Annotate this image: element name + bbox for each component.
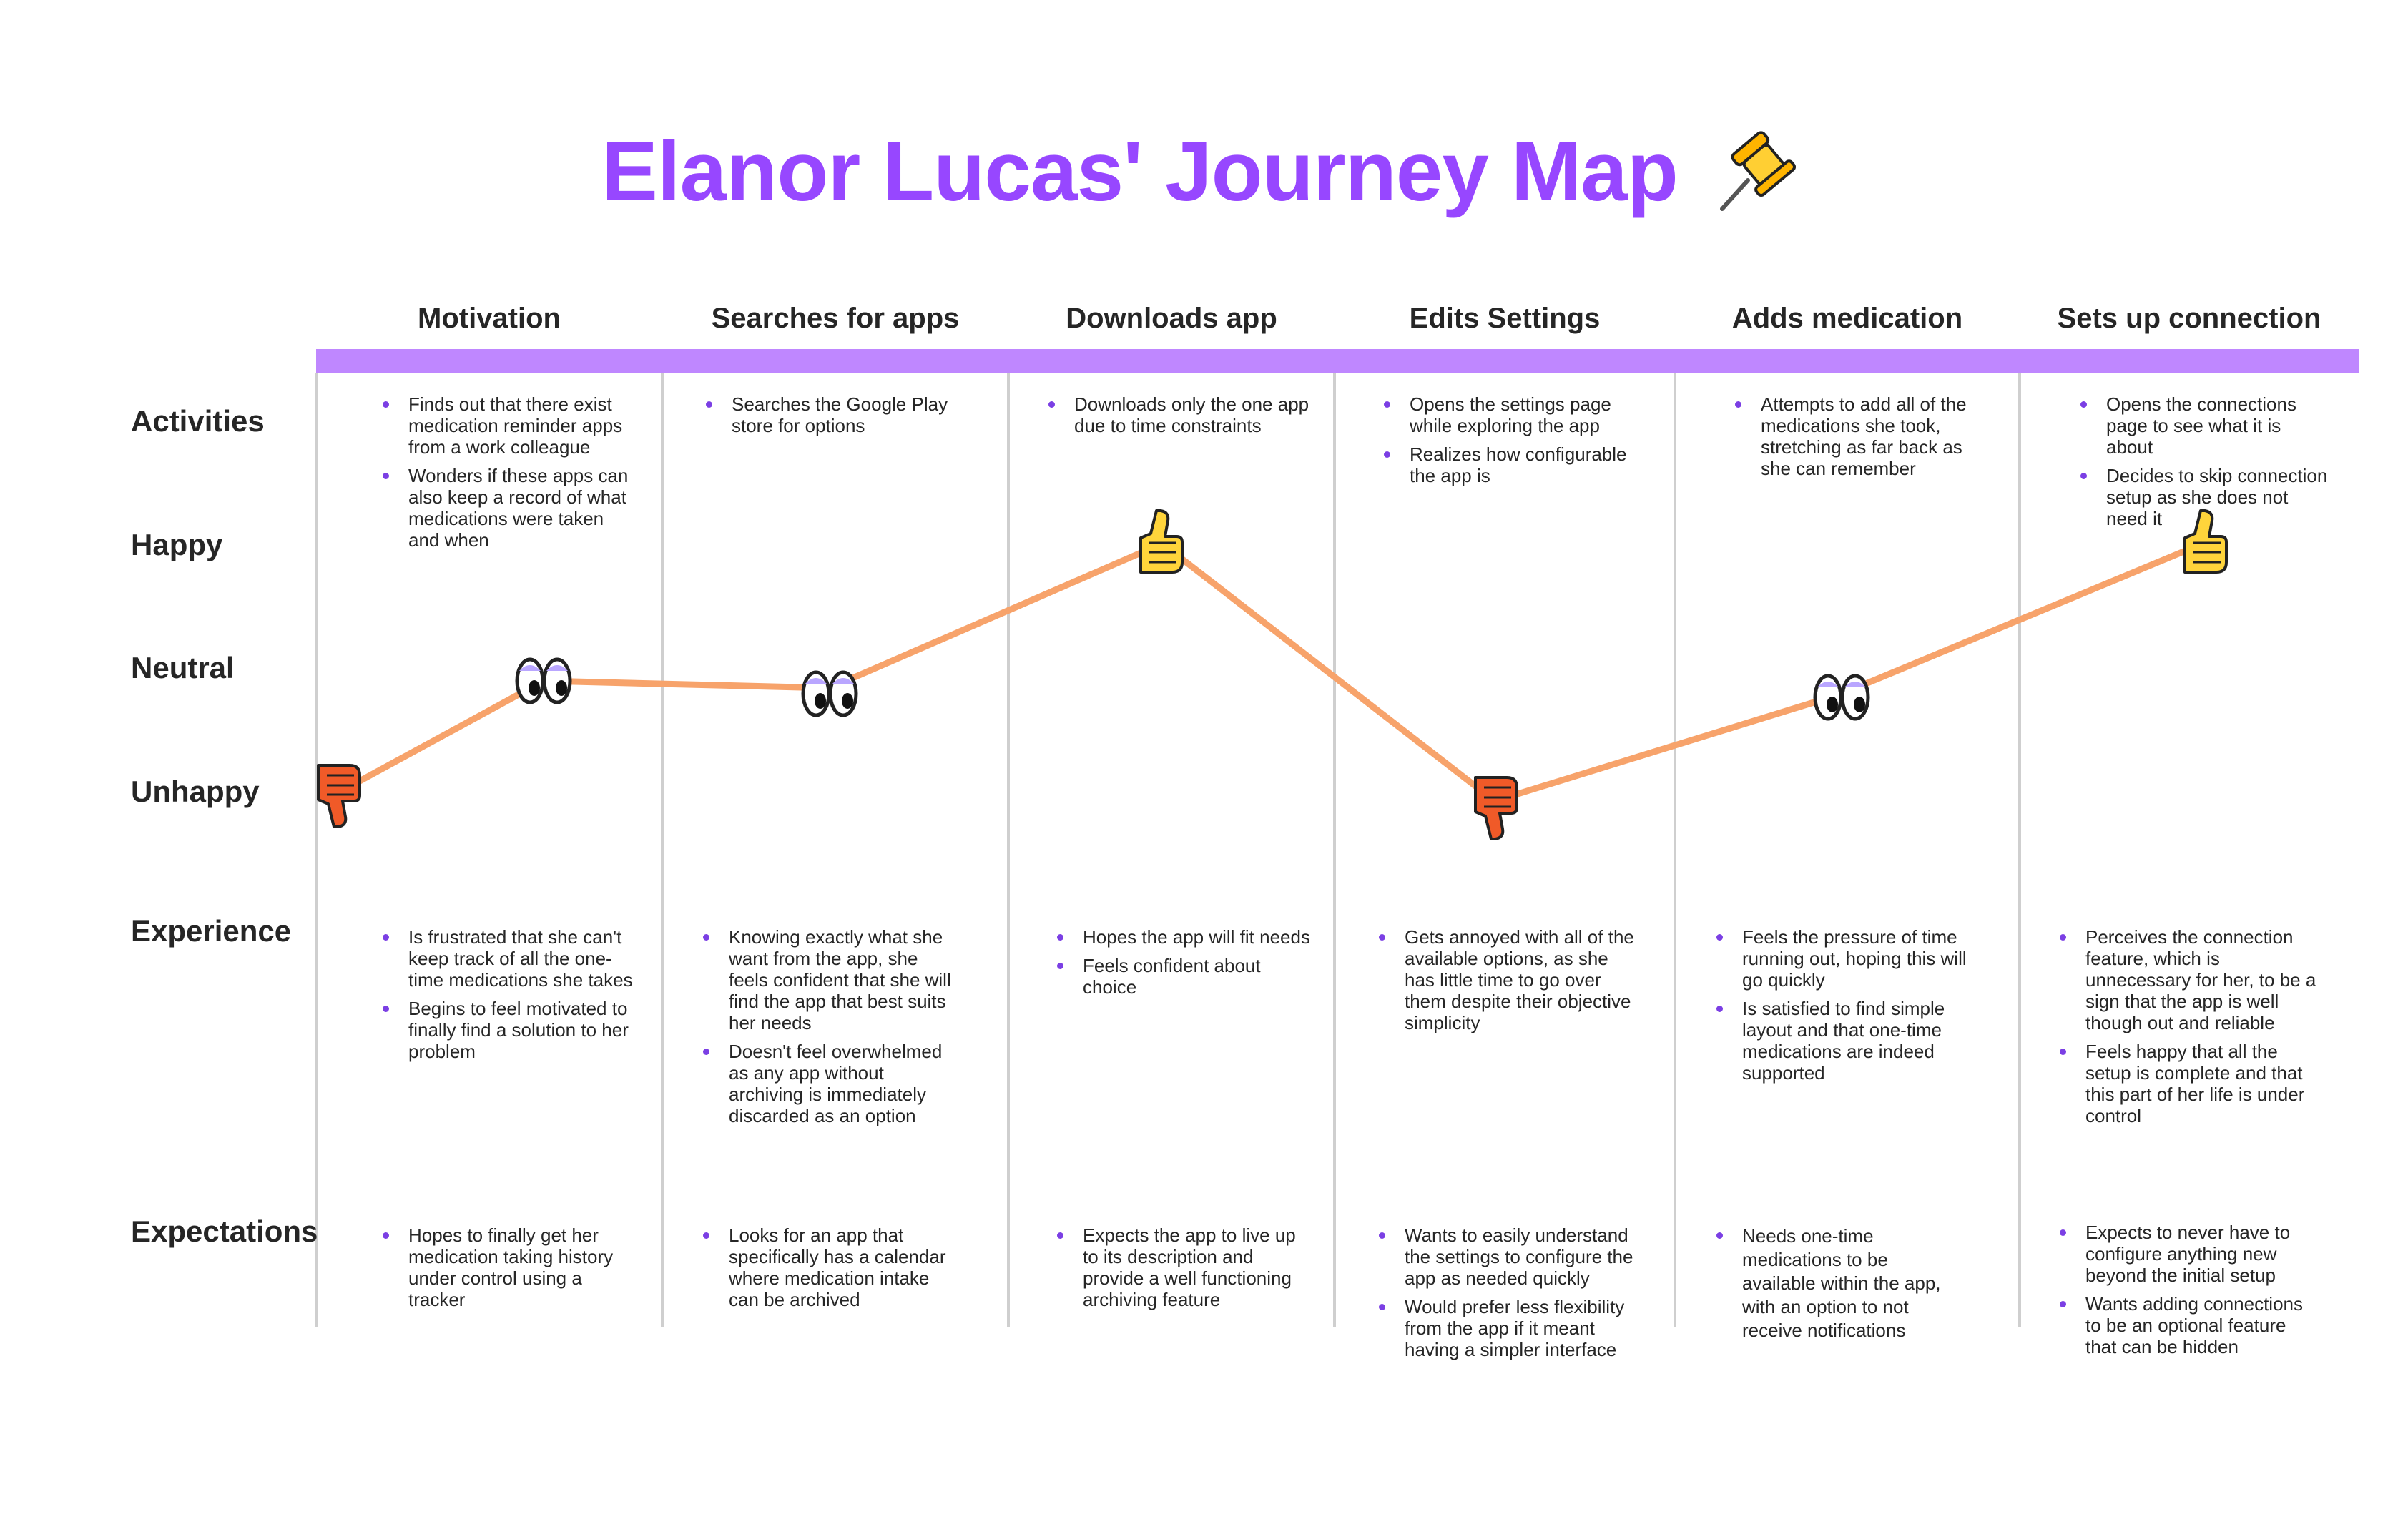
column-divider [2018, 373, 2021, 1327]
experience-cell-connection: Perceives the connection feature, which … [2060, 926, 2317, 1134]
list-item: Is satisfied to find simple layout and t… [1716, 998, 1974, 1084]
list-item: Searches the Google Play store for optio… [706, 393, 956, 436]
list-item: Opens the settings page while exploring … [1384, 393, 1634, 436]
thumbs-down-icon [317, 764, 361, 828]
list-item: Needs one-time medications to be availab… [1716, 1224, 1960, 1342]
list-item: Attempts to add all of the medications s… [1735, 393, 1985, 479]
expectations-cell-connection: Expects to never have to configure anyth… [2060, 1222, 2317, 1365]
journey-path [333, 540, 2206, 805]
row-label-happy: Happy [131, 528, 223, 561]
activities-cell-settings: Opens the settings page while exploring … [1384, 393, 1634, 494]
list-item: Decides to skip connection setup as she … [2080, 465, 2331, 529]
expectations-cell-medication: Needs one-time medications to be availab… [1716, 1224, 1960, 1350]
list-item: Perceives the connection feature, which … [2060, 926, 2317, 1033]
list-item: Hopes to finally get her medication taki… [383, 1224, 640, 1310]
row-label-experience: Experience [131, 914, 292, 948]
eyes-icon [517, 659, 570, 702]
expectations-cell-motivation: Hopes to finally get her medication taki… [383, 1224, 640, 1317]
expectations-cell-settings: Wants to easily understand the settings … [1379, 1224, 1643, 1368]
column-divider [1007, 373, 1010, 1327]
list-item: Realizes how configurable the app is [1384, 443, 1634, 486]
eyes-icon [1815, 676, 1868, 719]
column-divider [315, 373, 318, 1327]
activities-cell-medication: Attempts to add all of the medications s… [1735, 393, 1985, 486]
activities-cell-searches: Searches the Google Play store for optio… [706, 393, 956, 443]
activities-cell-motivation: Finds out that there exist medication re… [383, 393, 633, 558]
column-divider [1674, 373, 1676, 1327]
stage-header-searches: Searches for apps [711, 302, 960, 334]
list-item: Gets annoyed with all of the available o… [1379, 926, 1636, 1033]
list-item: Is frustrated that she can't keep track … [383, 926, 640, 991]
list-item: Feels happy that all the setup is comple… [2060, 1041, 2317, 1126]
list-item: Finds out that there exist medication re… [383, 393, 633, 458]
experience-cell-settings: Gets annoyed with all of the available o… [1379, 926, 1636, 1041]
thumbs-up-icon [1139, 509, 1184, 574]
experience-cell-medication: Feels the pressure of time running out, … [1716, 926, 1974, 1091]
column-divider [1333, 373, 1336, 1327]
row-label-activities: Activities [131, 404, 265, 438]
activities-cell-connection: Opens the connections page to see what i… [2080, 393, 2331, 536]
stage-header-medication: Adds medication [1731, 302, 1963, 334]
activities-cell-downloads: Downloads only the one app due to time c… [1048, 393, 1313, 443]
row-label-expectations: Expectations [131, 1214, 318, 1248]
list-item: Knowing exactly what she want from the a… [703, 926, 960, 1033]
row-label-unhappy: Unhappy [131, 775, 260, 808]
eyes-icon [803, 672, 856, 715]
list-item: Feels confident about choice [1057, 955, 1314, 998]
list-item: Downloads only the one app due to time c… [1048, 393, 1313, 436]
title-area: Elanor Lucas' Journey Map [0, 122, 2408, 222]
stage-header-motivation: Motivation [418, 302, 561, 334]
thumbs-down-icon [1474, 776, 1518, 840]
list-item: Hopes the app will fit needs [1057, 926, 1314, 948]
thumbs-up-icon [2183, 509, 2228, 574]
list-item: Expects to never have to configure anyth… [2060, 1222, 2317, 1286]
list-item: Wants to easily understand the settings … [1379, 1224, 1643, 1289]
pushpin-icon [1719, 131, 1796, 211]
list-item: Looks for an app that specifically has a… [703, 1224, 960, 1310]
experience-cell-motivation: Is frustrated that she can't keep track … [383, 926, 640, 1069]
stage-header-connection: Sets up connection [2057, 302, 2321, 334]
row-label-neutral: Neutral [131, 651, 235, 684]
list-item: Feels the pressure of time running out, … [1716, 926, 1974, 991]
stage-header-bar [316, 349, 2359, 373]
experience-cell-downloads: Hopes the app will fit needs Feels confi… [1057, 926, 1314, 1005]
column-divider [661, 373, 664, 1327]
list-item: Wonders if these apps can also keep a re… [383, 465, 633, 551]
list-item: Begins to feel motivated to finally find… [383, 998, 640, 1062]
stage-header-downloads: Downloads app [1066, 302, 1277, 334]
expectations-cell-downloads: Expects the app to live up to its descri… [1057, 1224, 1314, 1317]
list-item: Expects the app to live up to its descri… [1057, 1224, 1314, 1310]
list-item: Would prefer less flexibility from the a… [1379, 1296, 1643, 1360]
page-title: Elanor Lucas' Journey Map [601, 124, 1679, 219]
experience-cell-searches: Knowing exactly what she want from the a… [703, 926, 960, 1134]
list-item: Opens the connections page to see what i… [2080, 393, 2331, 458]
list-item: Doesn't feel overwhelmed as any app with… [703, 1041, 960, 1126]
expectations-cell-searches: Looks for an app that specifically has a… [703, 1224, 960, 1317]
stage-header-settings: Edits Settings [1409, 302, 1601, 334]
list-item: Wants adding connections to be an option… [2060, 1293, 2317, 1357]
